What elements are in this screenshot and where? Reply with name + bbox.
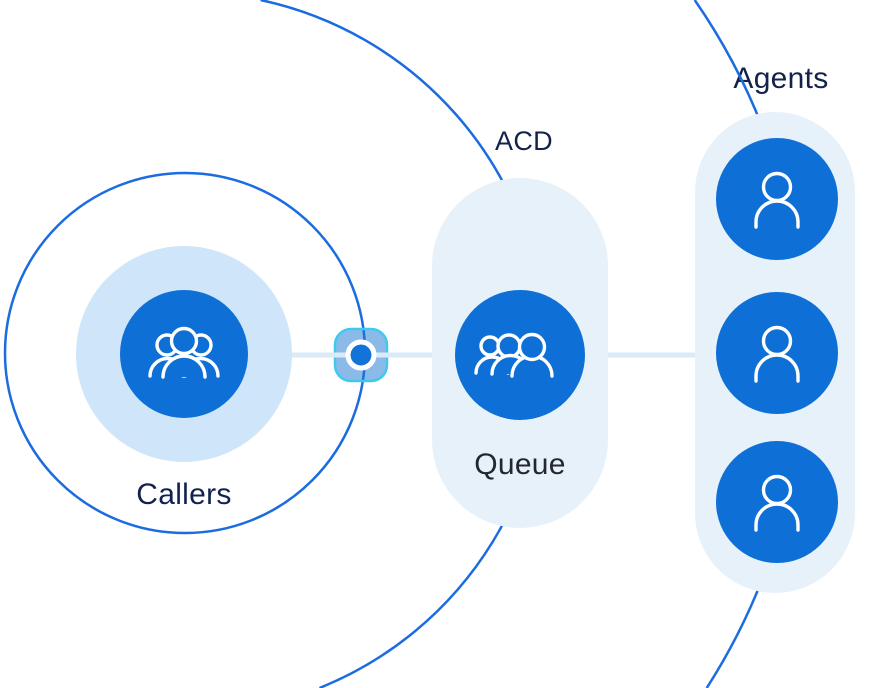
agent-node xyxy=(716,292,838,414)
node-dot-icon xyxy=(345,339,377,371)
queue-label: Queue xyxy=(474,448,566,481)
connector-dot xyxy=(350,344,372,366)
person-body xyxy=(754,502,800,532)
group-of-people-icon xyxy=(148,326,220,379)
queue-circle xyxy=(455,290,585,420)
person-icon xyxy=(754,474,800,532)
people-queue-icon xyxy=(474,332,554,378)
agent-node xyxy=(716,441,838,563)
agents-label: Agents xyxy=(733,62,828,95)
front-person-body xyxy=(161,354,207,379)
agents-pill xyxy=(695,112,855,593)
person-body xyxy=(754,353,800,383)
queue-middle-head xyxy=(496,333,522,359)
person-body xyxy=(754,199,800,229)
queue-front-head xyxy=(517,332,547,362)
callers-label: Callers xyxy=(136,478,231,511)
acd-label: ACD xyxy=(495,126,553,156)
connector-ring xyxy=(345,339,377,371)
callers-node: Callers xyxy=(76,246,292,511)
front-person-head xyxy=(169,326,199,356)
person-icon xyxy=(754,171,800,229)
person-icon xyxy=(754,325,800,383)
agent-node xyxy=(716,138,838,260)
acd-pill: Queue xyxy=(432,178,608,528)
